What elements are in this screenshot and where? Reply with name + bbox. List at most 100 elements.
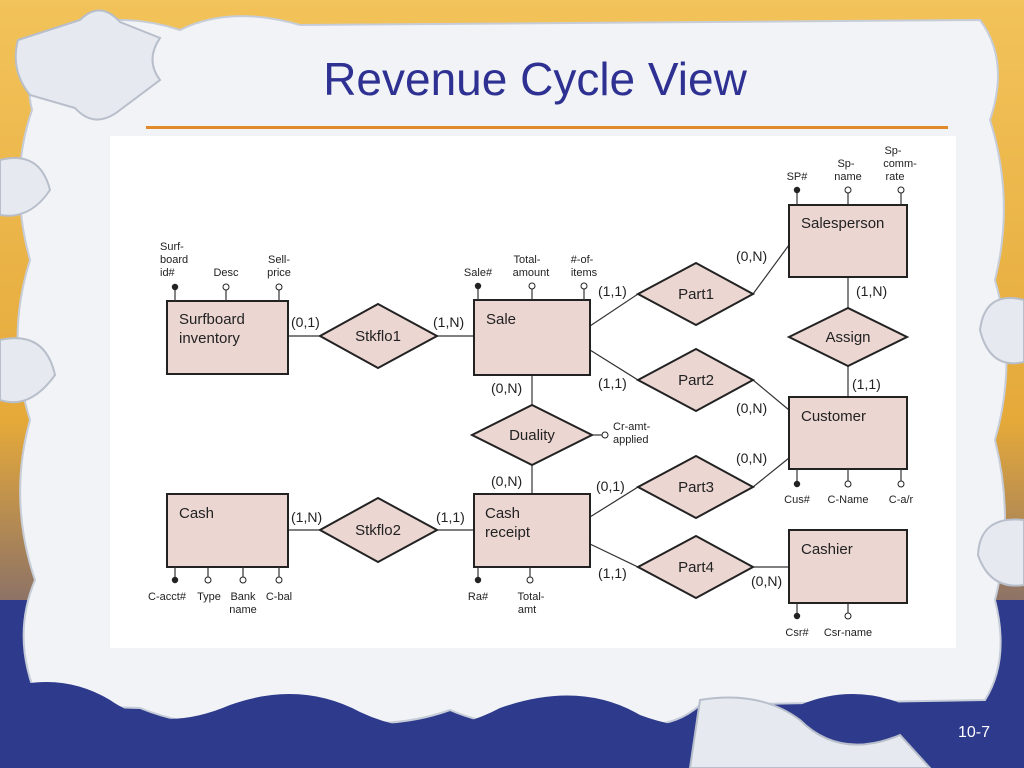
attribute-marker [844,480,852,488]
page-number: 10-7 [957,724,990,741]
attr-bank-name: name [229,604,257,616]
attribute-marker [897,480,905,488]
cardinality-label: (1,1) [436,509,465,525]
attr-c-ar: C-a/r [889,494,914,506]
attr-surfboard-id: Surf- [160,241,184,253]
entity-customer: Customer [788,396,908,470]
attribute-marker [222,283,230,291]
attr-sp-comm-rate: Sp- [884,145,901,157]
attribute-marker [275,283,283,291]
relationship-lines [288,244,849,568]
attribute-marker [844,612,852,620]
relationship-duality: Duality [469,403,595,467]
attr-total-amount: Total- [514,254,541,266]
attribute-marker [526,576,534,584]
key-attribute-marker [171,283,179,291]
entity-label: receipt [485,524,531,541]
entity-surfboard-inventory: Surfboard inventory [166,300,289,375]
entity-label: Customer [801,408,866,425]
attr-sp-name: Sp- [837,158,854,170]
attr-c-bal: C-bal [266,591,292,603]
cardinalities: (0,1) (1,N) (1,1) (0,N) (1,N) (1,1) (1,1… [291,248,887,589]
attr-c-name: C-Name [828,494,869,506]
attribute-marker [275,576,283,584]
attr-total-amt: Total- [518,591,545,603]
entity-label: Surfboard [179,311,245,328]
attr-sell-price: price [267,267,291,279]
cardinality-label: (0,N) [736,400,767,416]
entity-label: inventory [179,330,240,347]
cardinality-label: (1,1) [852,376,881,392]
attr-cr-amt-applied: Cr-amt- [613,421,651,433]
cardinality-label: (0,N) [736,450,767,466]
attribute-labels: Surf- board id# Desc Sell- price Sale# T… [148,145,917,639]
attr-surfboard-id: board [160,254,188,266]
entity-label: Cash [179,505,214,522]
relationship-part2: Part2 [635,347,756,413]
relationship-part4: Part4 [635,534,756,600]
key-attribute-marker [793,480,801,488]
attr-sell-price: Sell- [268,254,290,266]
key-attribute-marker [171,576,179,584]
attribute-marker [897,186,905,194]
relationship-label: Duality [509,427,555,444]
attribute-marker [844,186,852,194]
er-diagram: Surfboard inventory Sale Salesperson Cus… [110,136,956,648]
cardinality-label: (0,1) [291,314,320,330]
cardinality-label: (1,N) [856,283,887,299]
attr-csr-no: Csr# [785,627,809,639]
attr-c-acct: C-acct# [148,591,187,603]
key-attribute-marker [474,282,482,290]
relationship-stkflo2: Stkflo2 [317,496,440,564]
cardinality-label: (1,1) [598,375,627,391]
attr-type: Type [197,591,221,603]
relationship-label: Part2 [678,372,714,389]
attr-surfboard-id: id# [160,267,176,279]
entity-cash-receipt: Cash receipt [473,493,591,568]
attr-sp-name: name [834,171,862,183]
attr-sp-comm-rate: comm- [883,158,917,170]
attr-cus-no: Cus# [784,494,811,506]
entity-salesperson: Salesperson [788,204,908,278]
slide-title: Revenue Cycle View [323,53,747,105]
cardinality-label: (1,N) [291,509,322,525]
cardinality-label: (0,1) [596,478,625,494]
cardinality-label: (0,N) [751,573,782,589]
key-attribute-marker [793,186,801,194]
entity-cash: Cash [166,493,289,568]
attr-csr-name: Csr-name [824,627,872,639]
attribute-marker [528,282,536,290]
entity-label: Sale [486,311,516,328]
attribute-marker [580,282,588,290]
title-underline [146,126,948,129]
cardinality-label: (0,N) [491,380,522,396]
cardinality-label: (1,N) [433,314,464,330]
entity-sale: Sale [473,299,591,376]
relationship-label: Assign [825,329,870,346]
relationship-label: Part4 [678,559,714,576]
attr-num-items: items [571,267,598,279]
relationship-label: Part3 [678,479,714,496]
cardinality-label: (1,1) [598,565,627,581]
relationship-label: Stkflo2 [355,522,401,539]
relationship-part3: Part3 [635,454,756,520]
attr-ra-no: Ra# [468,591,489,603]
cardinality-label: (0,N) [491,473,522,489]
key-attribute-marker [793,612,801,620]
entity-label: Cash [485,505,520,522]
attr-total-amt: amt [518,604,536,616]
relationship-part1: Part1 [635,261,756,327]
attribute-marker [239,576,247,584]
attribute-marker [204,576,212,584]
attr-sp-comm-rate: rate [886,171,905,183]
relationship-label: Stkflo1 [355,328,401,345]
entity-label: Cashier [801,541,853,558]
entity-cashier: Cashier [788,529,908,604]
attribute-marker [601,431,609,439]
cardinality-label: (0,N) [736,248,767,264]
attr-sale-no: Sale# [464,267,493,279]
relationship-label: Part1 [678,286,714,303]
attr-num-items: #-of- [571,254,594,266]
attr-desc: Desc [213,267,239,279]
key-attribute-marker [474,576,482,584]
